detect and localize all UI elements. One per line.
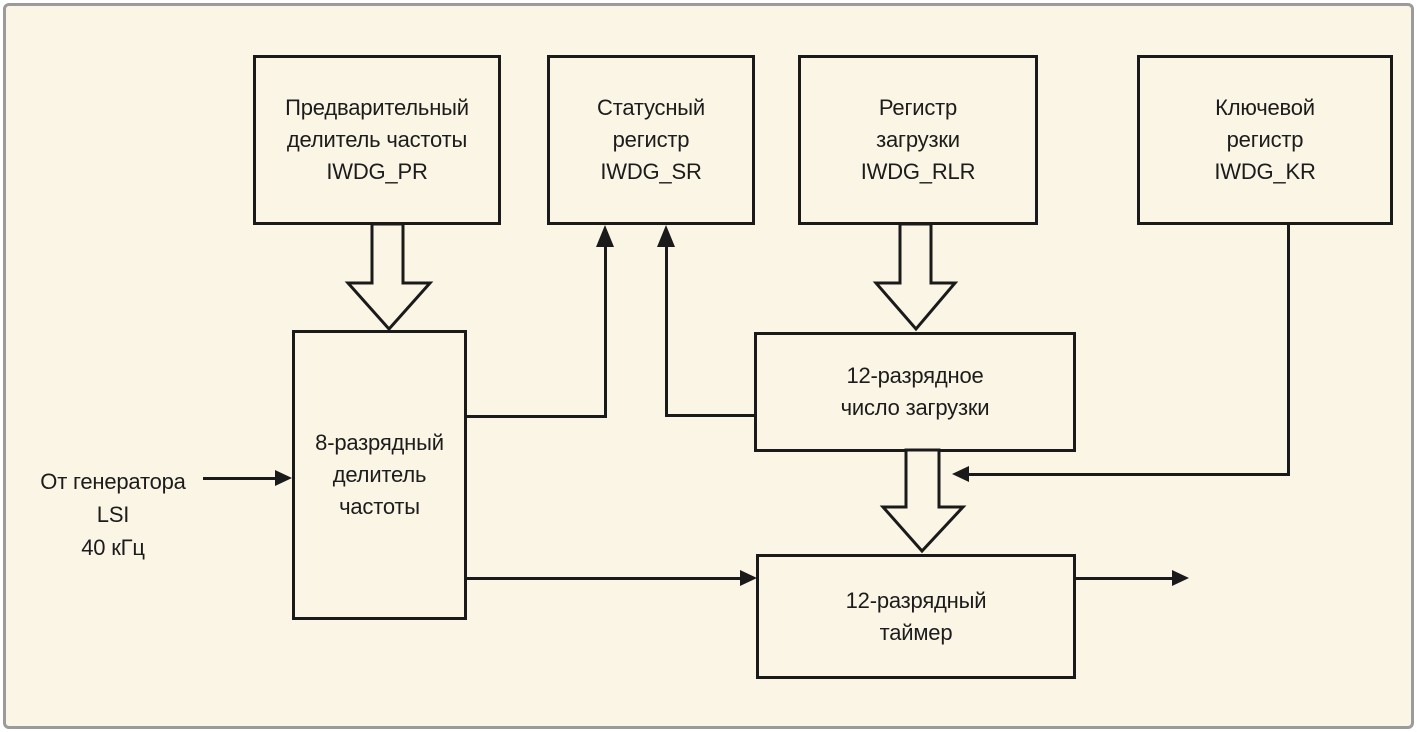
block-label: Предварительный (285, 95, 469, 120)
block-label: регистр (612, 127, 690, 152)
block-label: делитель частоты (286, 127, 468, 152)
block-label: регистр (1226, 127, 1304, 152)
arrowhead-timer-output (1172, 570, 1189, 586)
block-label: делитель (332, 462, 427, 487)
divider-to-timer-line (467, 577, 742, 580)
block-label: IWDG_RLR (860, 159, 976, 184)
block-8bit-divider: 8-разрядный делитель частоты (292, 330, 467, 620)
block-label: IWDG_KR (1214, 159, 1316, 184)
block-reload-register: Регистр загрузки IWDG_RLR (798, 55, 1038, 225)
block-label: таймер (879, 619, 953, 645)
kr-line (969, 473, 1290, 476)
divider-to-sr-line (604, 245, 607, 418)
block-label: 12-разрядный (845, 587, 987, 613)
arrowhead-lsi-input (275, 470, 292, 486)
block-label: Регистр (878, 95, 958, 120)
source-label-line: 40 кГц (81, 535, 145, 560)
block-label: IWDG_PR (326, 159, 428, 184)
block-key-register: Ключевой регистр IWDG_KR (1137, 55, 1393, 225)
block-label: загрузки (876, 127, 960, 152)
block-label: число загрузки (840, 395, 990, 420)
block-prescaler-register: Предварительный делитель частоты IWDG_PR (253, 55, 501, 225)
reload-to-sr-line (665, 414, 754, 417)
arrowhead-kr (952, 466, 969, 482)
arrowhead-divider-to-sr (596, 225, 614, 247)
lsi-input-line (203, 477, 277, 480)
arrowhead-reload-to-sr (657, 225, 675, 247)
source-label-line: От генератора (40, 469, 186, 494)
reload-to-sr-line (665, 245, 668, 417)
block-12bit-reload-value: 12-разрядное число загрузки (754, 332, 1076, 452)
divider-to-sr-line (467, 415, 607, 418)
block-label: частоты (339, 494, 420, 519)
block-label: 12-разрядное (846, 363, 984, 388)
timer-output-line (1076, 577, 1174, 580)
diagram-frame (3, 3, 1414, 729)
block-label: Ключевой (1215, 95, 1315, 120)
block-arrow-pr-to-divider (344, 222, 434, 332)
block-arrow-reload-to-timer (879, 448, 967, 554)
source-label-line: LSI (96, 502, 130, 527)
block-label: IWDG_SR (600, 159, 702, 184)
kr-line (1287, 225, 1290, 475)
lsi-source-label: От генератора LSI 40 кГц (15, 465, 211, 564)
block-arrow-rlr-to-reload (872, 222, 959, 332)
block-label: Статусный (597, 95, 705, 120)
arrowhead-divider-to-timer (740, 570, 757, 586)
block-label: 8-разрядный (315, 430, 444, 455)
block-12bit-timer: 12-разрядный таймер (756, 554, 1076, 679)
block-status-register: Статусный регистр IWDG_SR (547, 55, 755, 225)
